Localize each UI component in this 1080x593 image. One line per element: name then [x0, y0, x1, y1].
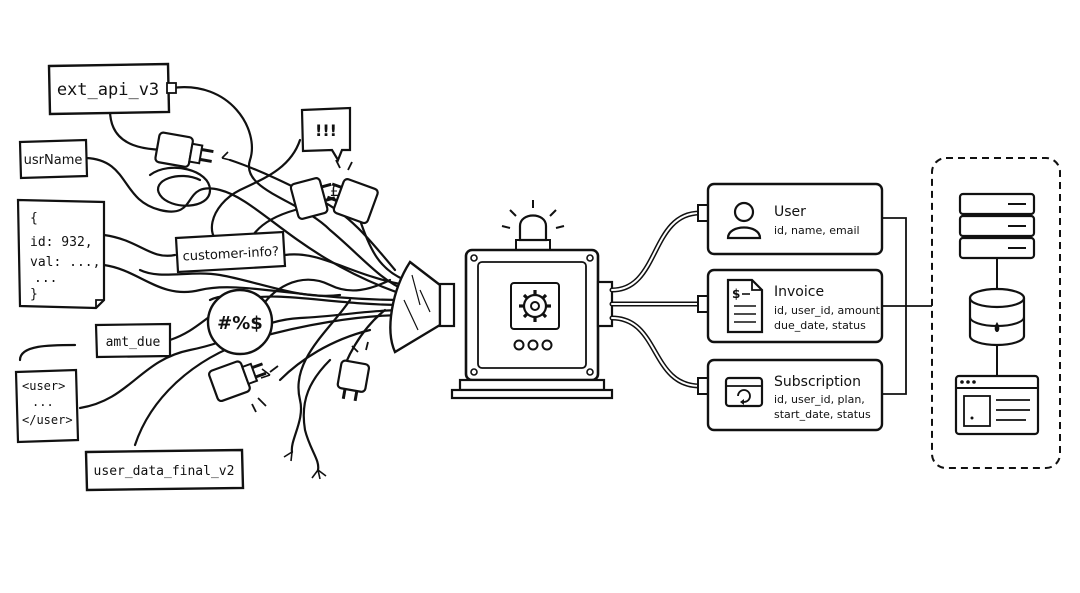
ext-api-label: ext_api_v3: [57, 80, 159, 100]
invoice-fields-2: due_date, status: [774, 319, 866, 332]
subscription-fields-2: start_date, status: [774, 408, 871, 421]
subscription-model-name: Subscription: [774, 374, 861, 390]
alarm-beacon-icon: [501, 200, 565, 251]
json-line-1: {: [30, 211, 38, 226]
alert-label: !!!: [315, 121, 337, 140]
gear-icon: [519, 290, 551, 322]
xml-line-1: <user>: [22, 379, 65, 393]
json-line-4: ...: [34, 271, 57, 286]
model-card-user: User id, name, email: [706, 182, 884, 256]
loose-wire-ends: [221, 151, 327, 480]
xml-snippet-box: <user> ... </user>: [14, 368, 80, 444]
server-rack-icon: [958, 192, 1036, 260]
plug-icon: [154, 131, 214, 168]
tag-customer-info: customer-info?: [174, 230, 287, 274]
funnel-intake: [389, 260, 456, 354]
json-line-3: val: ...,: [30, 255, 100, 270]
subscription-fields-1: id, user_id, plan,: [774, 393, 865, 406]
plug-icon: [289, 177, 336, 220]
model-card-subscription: Subscription id, user_id, plan, start_da…: [706, 358, 884, 432]
invoice-fields-1: id, user_id, amount,: [774, 304, 884, 317]
clean-output-cables: [609, 210, 703, 389]
xml-line-2: ...: [32, 395, 54, 409]
source-box-amt-due: amt_due: [94, 322, 172, 359]
user-icon: [726, 201, 762, 240]
spark-lines: [251, 159, 369, 413]
json-line-5: }: [30, 287, 38, 302]
source-box-user-data-final: user_data_final_v2: [84, 448, 245, 492]
cable-connectors: [697, 204, 709, 395]
user-model-fields: id, name, email: [774, 224, 860, 237]
plug-icon: [336, 359, 371, 402]
amt-due-label: amt_due: [106, 335, 161, 350]
storage-panel: [931, 157, 1061, 469]
plug-icon: [326, 178, 379, 225]
json-line-2: id: 932,: [30, 235, 93, 250]
source-box-usrname: usrName: [18, 138, 89, 180]
plug-icon: [208, 360, 267, 403]
subscription-refresh-icon: [724, 376, 764, 408]
tangled-wires: [18, 86, 407, 472]
alert-bubble: !!!: [300, 106, 352, 163]
invoice-dollar: $: [732, 287, 740, 301]
model-card-invoice: $ Invoice id, user_id, amount, due_date,…: [706, 268, 884, 344]
user-data-final-label: user_data_final_v2: [94, 464, 235, 479]
invoice-model-name: Invoice: [774, 284, 824, 300]
source-box-ext-api: ext_api_v3: [47, 62, 177, 116]
spark-char: £: [330, 182, 340, 200]
user-model-name: User: [774, 204, 806, 220]
usrname-label: usrName: [24, 153, 83, 168]
browser-window-icon: [954, 374, 1040, 436]
processing-machine: [450, 200, 614, 400]
xml-line-3: </user>: [22, 413, 73, 427]
garbled-label: #%$: [217, 313, 263, 334]
customer-info-label: customer-info?: [182, 244, 279, 264]
database-icon: [968, 287, 1026, 347]
bracket-connector: [882, 217, 936, 395]
status-dots: [513, 339, 553, 351]
invoice-document-icon: $: [726, 278, 764, 334]
garbled-circle: #%$: [206, 288, 274, 356]
json-snippet-document: { id: 932, val: ..., ... }: [16, 198, 106, 310]
